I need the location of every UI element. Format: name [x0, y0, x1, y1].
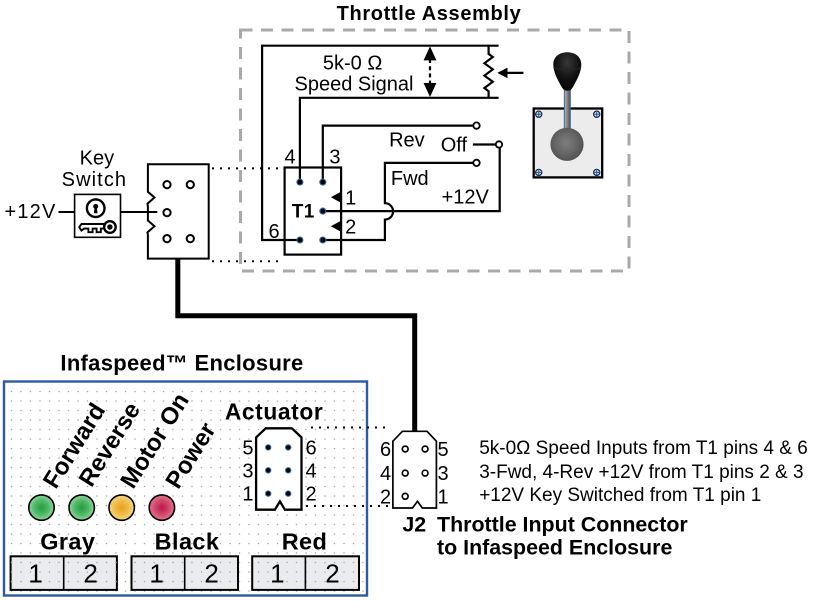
svg-text:Gray: Gray [40, 528, 95, 554]
svg-text:3: 3 [437, 463, 448, 485]
svg-text:5: 5 [437, 439, 448, 461]
svg-text:to Infaspeed Enclosure: to Infaspeed Enclosure [437, 535, 672, 559]
svg-text:+12V: +12V [442, 187, 490, 209]
svg-text:1: 1 [28, 558, 42, 588]
svg-text:1: 1 [270, 558, 284, 588]
svg-text:Switch: Switch [62, 169, 128, 191]
svg-text:2: 2 [204, 558, 218, 588]
svg-text:3: 3 [329, 146, 340, 168]
svg-text:1: 1 [149, 558, 163, 588]
svg-text:Key: Key [80, 147, 114, 169]
svg-text:J2: J2 [402, 512, 426, 536]
svg-text:5: 5 [242, 438, 253, 460]
svg-text:T1: T1 [292, 201, 315, 222]
svg-text:6: 6 [268, 221, 279, 243]
svg-text:6: 6 [380, 439, 391, 461]
svg-text:Speed Signal: Speed Signal [295, 74, 414, 96]
svg-text:Red: Red [282, 528, 328, 554]
svg-text:4: 4 [305, 460, 316, 482]
svg-text:6: 6 [305, 438, 316, 460]
svg-text:1: 1 [242, 484, 253, 506]
svg-text:Actuator: Actuator [225, 398, 324, 424]
svg-text:+12V Key Switched from T1 pin: +12V Key Switched from T1 pin 1 [479, 485, 761, 506]
svg-text:Rev: Rev [389, 129, 425, 151]
svg-text:2: 2 [305, 484, 316, 506]
svg-text:1: 1 [345, 187, 356, 209]
svg-text:1: 1 [437, 486, 448, 508]
svg-text:2: 2 [83, 558, 97, 588]
svg-text:5k-0 Ω: 5k-0 Ω [323, 53, 382, 75]
svg-text:Off: Off [441, 135, 468, 157]
svg-text:5k-0Ω Speed Inputs from T1 pin: 5k-0Ω Speed Inputs from T1 pins 4 & 6 [479, 438, 808, 459]
svg-text:2: 2 [345, 217, 356, 239]
svg-text:2: 2 [325, 558, 339, 588]
svg-text:3: 3 [242, 460, 253, 482]
svg-text:2: 2 [380, 486, 391, 508]
svg-text:Throttle Assembly: Throttle Assembly [337, 3, 522, 25]
svg-text:4: 4 [380, 463, 391, 485]
svg-text:+12V: +12V [4, 201, 56, 223]
svg-text:Throttle Input Connector: Throttle Input Connector [437, 512, 688, 536]
svg-text:4: 4 [284, 146, 295, 168]
svg-text:Infaspeed™ Enclosure: Infaspeed™ Enclosure [60, 351, 303, 376]
svg-text:3-Fwd, 4-Rev +12V from T1 pins: 3-Fwd, 4-Rev +12V from T1 pins 2 & 3 [479, 462, 803, 483]
svg-text:Fwd: Fwd [391, 168, 429, 190]
svg-text:Black: Black [155, 528, 220, 554]
